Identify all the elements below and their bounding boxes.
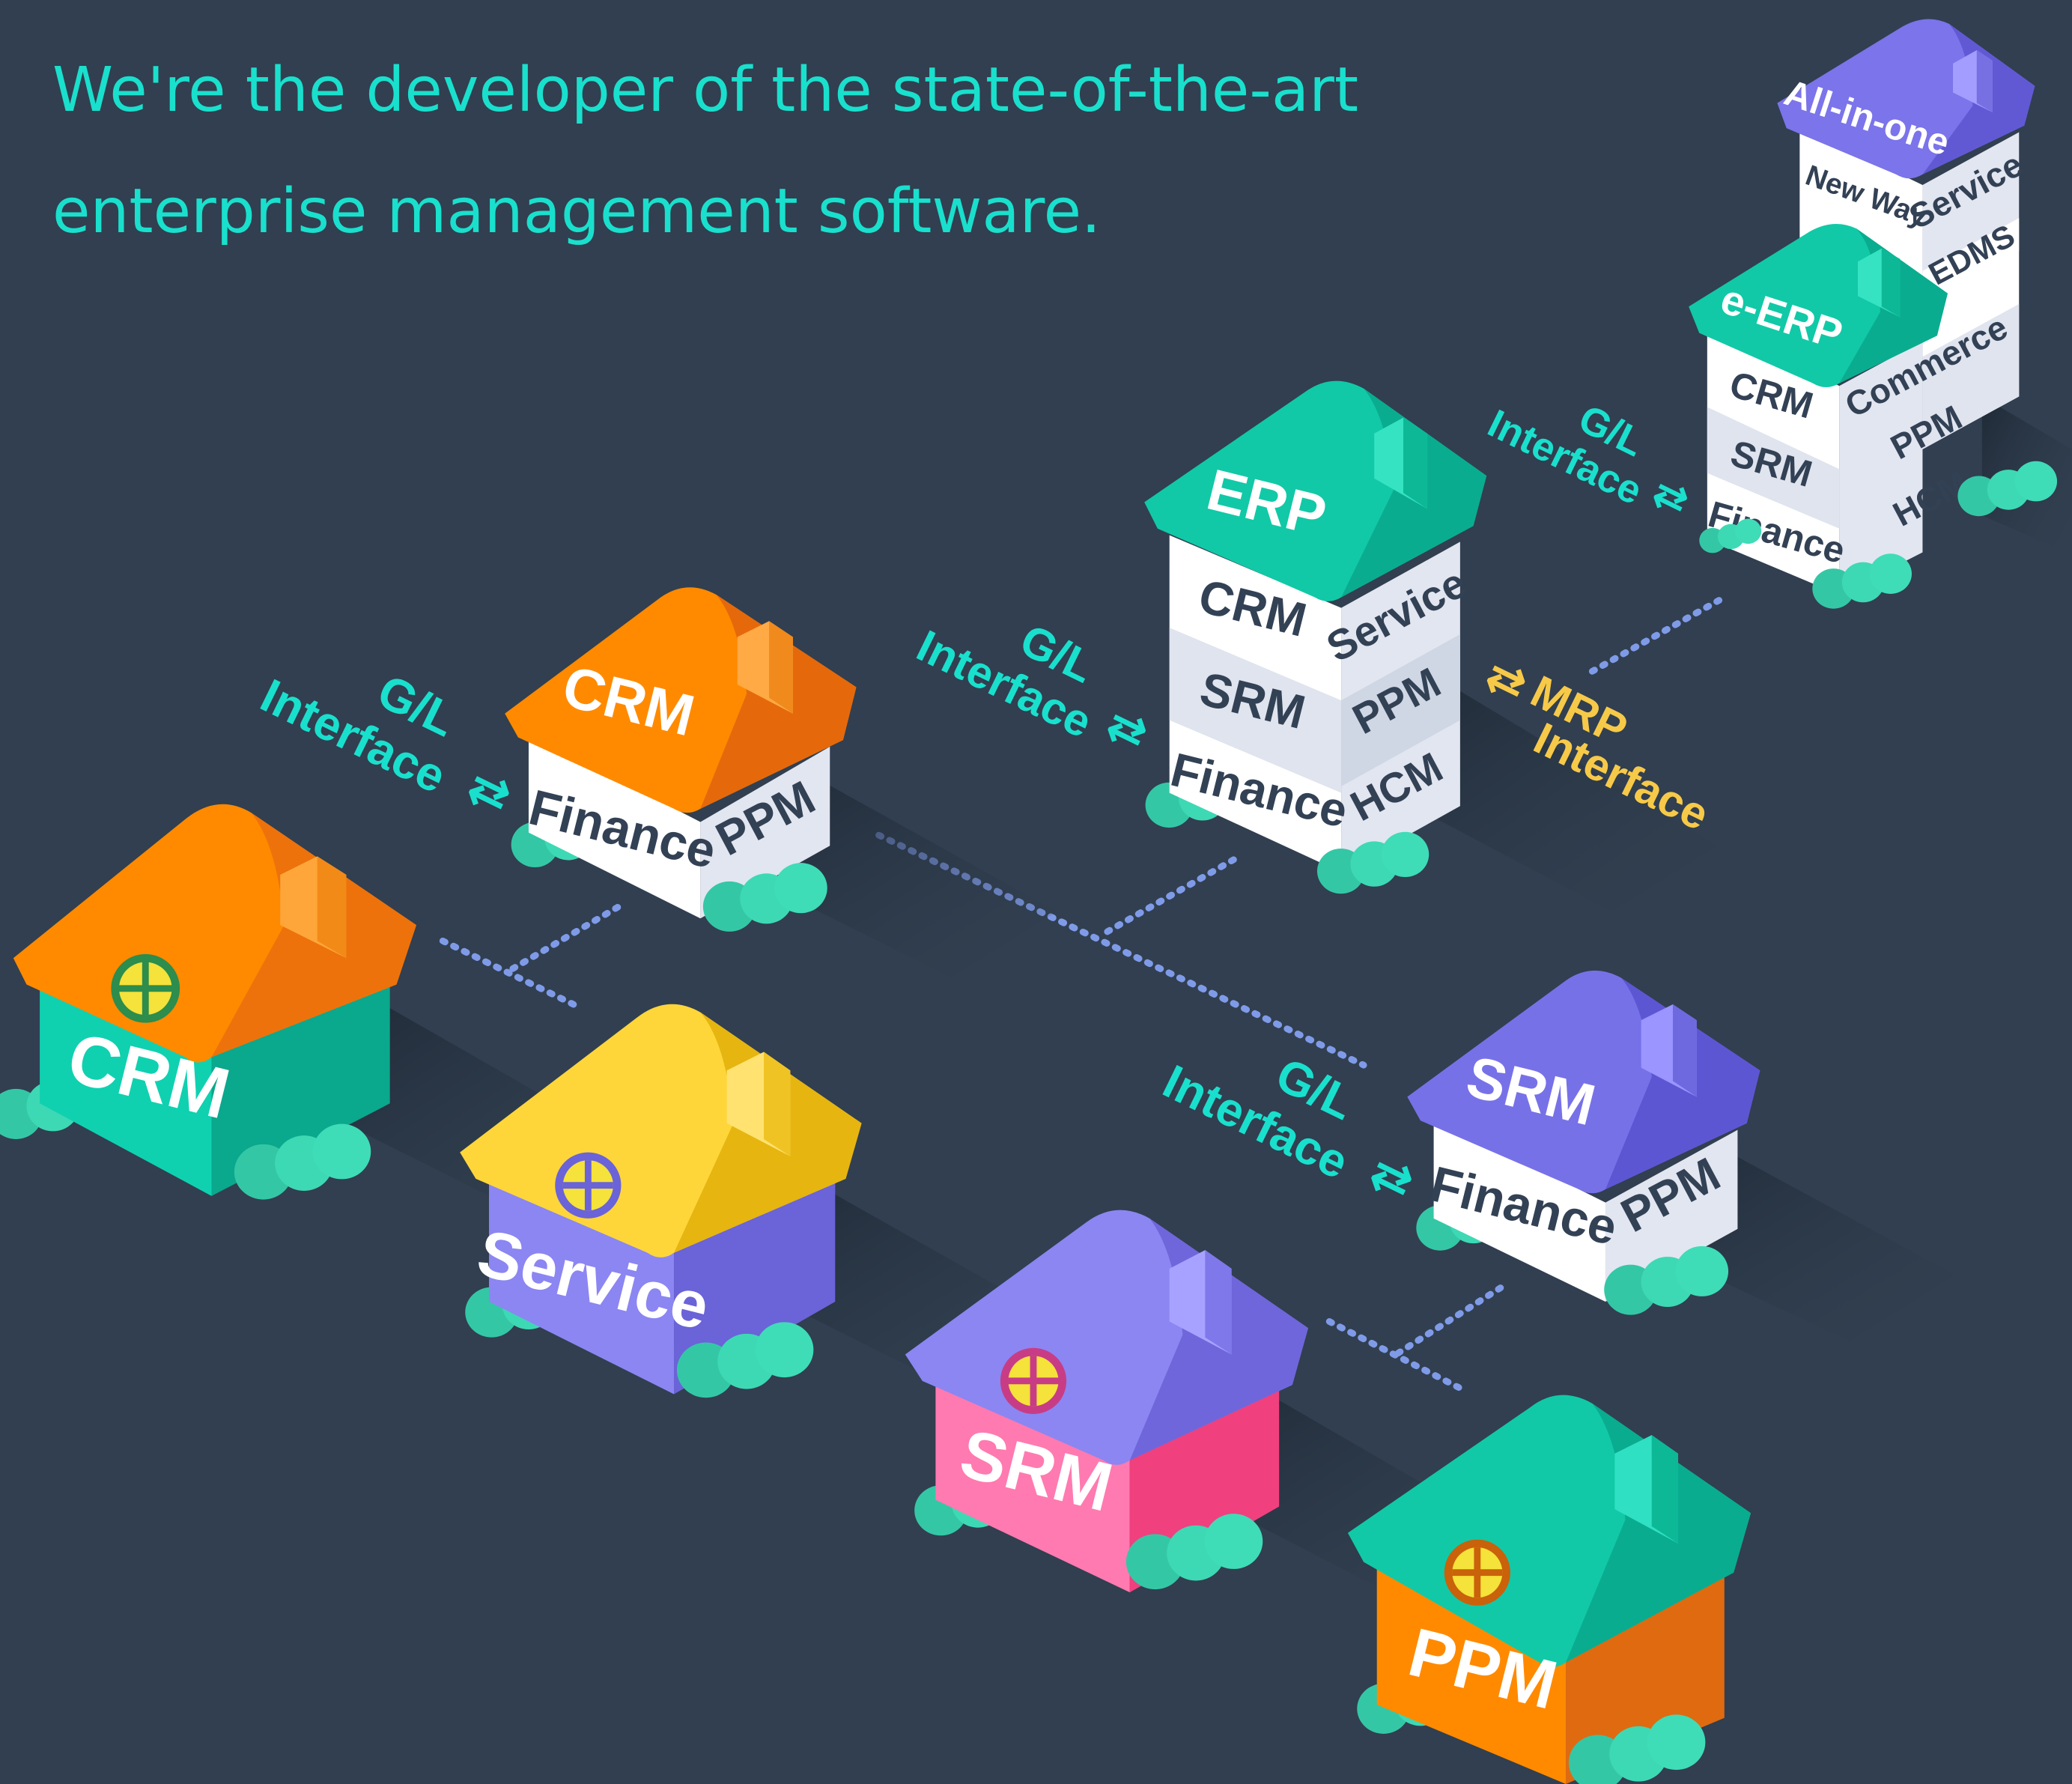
exchange-arrows-icon: ⇄ [1646,470,1695,524]
connector-lines [439,594,1728,1394]
window-icon [111,953,180,1023]
connector-erp [1104,852,1243,935]
headline-line-2: enterprise management software. [52,176,1102,247]
interface-gl-2: G/L Interface ⇄ [909,615,1155,760]
window-icon [555,1152,622,1219]
exchange-arrows-icon: ⇄ [1099,698,1155,759]
exchange-arrows-icon: ⇄ [1479,649,1535,711]
chimney-icon [1374,417,1427,509]
window-icon [1444,1539,1510,1606]
house-ppm: PPM [1347,1395,1752,1784]
house-crm: CRM [0,804,661,1229]
chimney-icon [726,1052,791,1156]
chimney-icon [280,856,347,959]
exchange-arrows-icon: ⇄ [1362,1145,1421,1210]
interface-gl-1: G/L Interface ⇄ [252,664,519,824]
chimney-icon [1641,1004,1697,1097]
interface-gl-3: G/L Interface ⇄ [1481,397,1695,524]
connector-erp-eerp [1588,594,1728,675]
connector-srm-ppm [1325,1282,1507,1394]
chimney-icon [1953,50,1993,112]
house-crm-suite: CRM Finance PPM [505,587,1057,978]
chimney-icon [1614,1435,1679,1544]
window-icon [1000,1347,1067,1414]
connector-crm-service [439,902,625,1010]
interface-gl-4: G/L Interface ⇄ [1155,1048,1421,1210]
exchange-arrows-icon: ⇄ [460,759,519,824]
headline-line-1: We're the developer of the state-of-the-… [52,55,1359,126]
house-srm-suite: SRM Finance PPM [1407,970,1956,1341]
house-erp: ERP CRM SRM Finance Service PPM HCM [1144,380,1718,912]
chimney-icon [737,621,793,714]
house-eerp: All-in-one New Way Service e-ERP CRM SRM… [1689,19,2072,609]
headline: We're the developer of the state-of-the-… [52,30,1359,273]
chimney-icon [1169,1250,1232,1355]
chimney-icon [1857,248,1901,318]
